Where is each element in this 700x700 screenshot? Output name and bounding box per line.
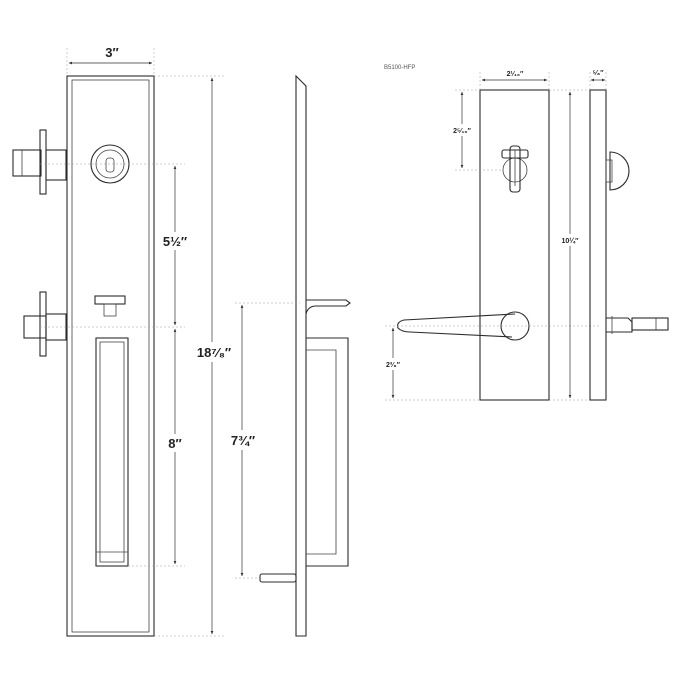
interior-thumbturn-icon [501, 145, 529, 193]
thumbturn-icon [94, 295, 126, 317]
interior-side-lever [606, 316, 669, 334]
front-view: 3″ 5½″ 8″ 18⁷⁄₈″ [12, 45, 234, 637]
side-thumbpiece [259, 573, 297, 583]
side-plate [295, 74, 307, 637]
side-height-label: 7¾″ [231, 433, 255, 448]
grip-handle-icon [95, 337, 129, 567]
interior-side-thumbturn [605, 151, 630, 191]
front-escutcheon-bevel [71, 79, 150, 633]
side-grip-handle [306, 337, 349, 567]
interior-width-label: 2¹⁄₁₆″ [507, 71, 524, 78]
model-number: B5100-HFP [384, 65, 415, 71]
interior-depth-label: ⁵⁄₈″ [592, 70, 604, 77]
interior-height-label: 10¼″ [562, 237, 580, 245]
front-width-label: 3″ [105, 45, 118, 60]
top-offset-label: 2⁵⁄₁₆″ [453, 128, 471, 135]
front-escutcheon-plate [66, 75, 155, 637]
side-view: 7¾″ [226, 74, 351, 637]
interior-plate [479, 89, 550, 401]
lower-latch [23, 291, 67, 357]
deadbolt-latch [12, 129, 67, 195]
lever-offset-label: 2³⁄₈″ [386, 362, 401, 369]
total-height-label: 18⁷⁄₈″ [197, 345, 231, 360]
handle-spacing-label: 8″ [168, 436, 181, 451]
interior-side-view: ⁵⁄₈″ [589, 70, 669, 401]
interior-side-plate [589, 89, 607, 401]
interior-front-view: 2¹⁄₁₆″ 2⁵⁄₁₆″ 2³⁄₈″ 10¼″ [380, 71, 600, 401]
thumb-latch-icon [305, 299, 351, 315]
deadbolt-spacing-label: 5½″ [163, 234, 187, 249]
